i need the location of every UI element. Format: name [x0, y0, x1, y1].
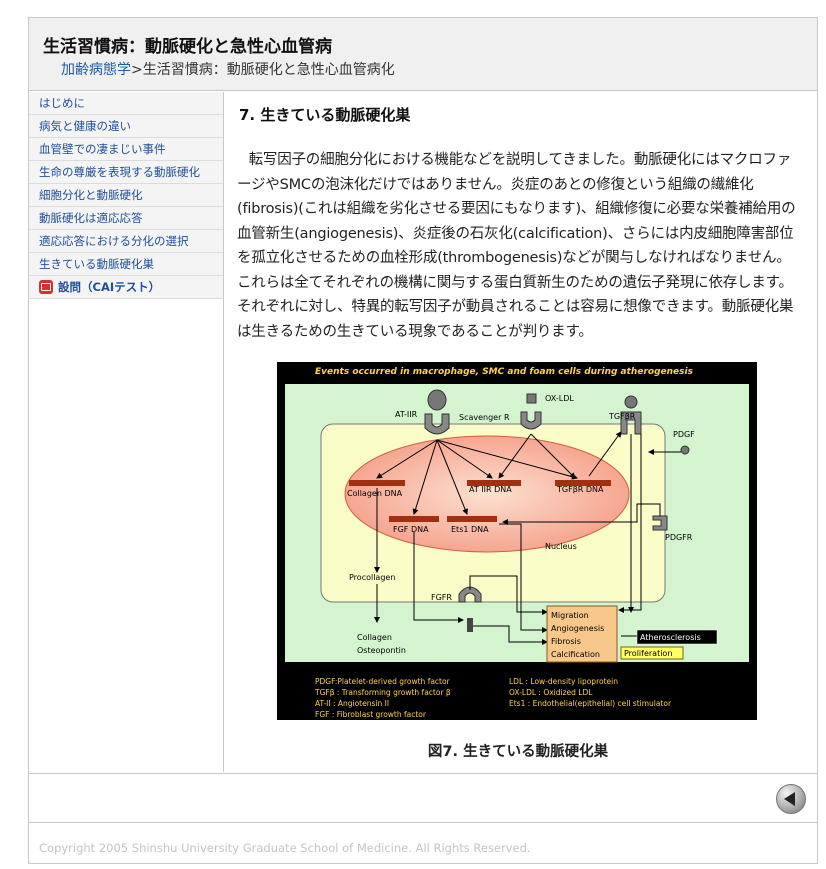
sidebar-item-disease-health[interactable]: 病気と健康の違い: [29, 115, 223, 138]
event-migration: Migration: [551, 611, 589, 620]
event-fibrosis: Fibrosis: [551, 637, 581, 646]
legend-right-0: LDL : Low-density lipoprotein: [509, 677, 618, 686]
osteopontin-label: Osteopontin: [357, 646, 406, 655]
scavenger-receptor-icon: [520, 393, 542, 430]
pdgfr-receptor-icon: [652, 515, 668, 531]
page-frame: 生活習慣病：動脈硬化と急性心血管病 加齢病態学>生活習慣病：動脈硬化と急性心血管…: [28, 17, 818, 864]
section-title: 7. 生きている動脈硬化巣: [239, 106, 411, 124]
sidebar-item-adaptive-response[interactable]: 動脈硬化は適応応答: [29, 207, 223, 230]
legend-left-3: FGF : Fibroblast growth factor: [315, 710, 427, 719]
sidebar-item-differentiation-choice[interactable]: 適応応答における分化の選択: [29, 230, 223, 253]
tgfbr-label: TGFβR: [608, 412, 636, 421]
copyright: Copyright 2005 Shinshu University Gradua…: [39, 841, 531, 855]
figure-caption: 図7. 生きている動脈硬化巣: [427, 744, 609, 760]
figure-diagram: Events occurred in macrophage, SMC and f…: [277, 362, 757, 720]
sidebar-item-quiz[interactable]: 設問（CAIテスト）: [29, 276, 223, 299]
back-button[interactable]: [776, 784, 806, 814]
gene-ets1: Ets1 DNA: [451, 525, 489, 534]
legend-right-1: OX-LDL : Oxidized LDL: [509, 688, 593, 697]
breadcrumb-current: 生活習慣病：動脈硬化と急性心血管病化: [142, 62, 395, 78]
footer-nav: [29, 773, 817, 823]
legend-right-2: Ets1 : Endothelial(epithelial) cell stim…: [509, 699, 672, 708]
sidebar-item-differentiation[interactable]: 細胞分化と動脈硬化: [29, 184, 223, 207]
proliferation-label: Proliferation: [624, 649, 672, 658]
at2r-receptor-icon: [424, 389, 450, 435]
outcome-box: [636, 629, 718, 645]
page-header: 生活習慣病：動脈硬化と急性心血管病 加齢病態学>生活習慣病：動脈硬化と急性心血管…: [29, 18, 817, 91]
gene-tgfbr: TGFβR DNA: [556, 485, 604, 494]
at2r-label: AT-IIR: [395, 410, 418, 419]
sidebar-nav: はじめに 病気と健康の違い 血管壁での凄まじい事件 生命の尊厳を表現する動脈硬化…: [29, 92, 224, 772]
main-content: 7. 生きている動脈硬化巣 転写因子の細胞分化における機能などを説明してきました…: [225, 92, 817, 772]
legend-left-1: TGFβ : Transforming growth factor β: [314, 688, 451, 697]
page-title: 生活習慣病：動脈硬化と急性心血管病: [43, 37, 332, 57]
events-box: [546, 605, 618, 663]
fgfr-label: FGFR: [431, 593, 452, 602]
pdgfr-label: PDGFR: [665, 533, 693, 542]
quiz-icon: [39, 280, 53, 294]
signal-arrows: [374, 431, 692, 645]
tgfbr-receptor-icon: [620, 395, 642, 435]
gene-ets1-bar: [447, 516, 497, 522]
collagen-label: Collagen: [357, 633, 392, 642]
pdgf-label: PDGF: [673, 430, 695, 439]
legend-left-2: AT-II : Angiotensin II: [315, 699, 389, 708]
nucleus: [344, 435, 630, 553]
sidebar-item-quiz-label: 設問（CAIテスト）: [58, 280, 161, 294]
gene-collagen: Collagen DNA: [347, 489, 403, 498]
gene-fgf-bar: [389, 516, 439, 522]
oxldl-label: OX-LDL: [545, 394, 574, 403]
procollagen-label: Procollagen: [349, 573, 395, 582]
gene-tgfbr-bar: [555, 480, 611, 486]
figure-legend: PDGF:Platelet-derived growth factor TGFβ…: [314, 677, 672, 719]
body-paragraph: 転写因子の細胞分化における機能などを説明してきました。動脈硬化にはマクロファージ…: [237, 152, 796, 340]
sidebar-item-vessel-events[interactable]: 血管壁での凄まじい事件: [29, 138, 223, 161]
gene-fgf: FGF DNA: [393, 525, 429, 534]
event-calcification: Calcification: [551, 650, 600, 659]
sidebar-item-living-lesion[interactable]: 生きている動脈硬化巣: [29, 253, 223, 276]
gene-at2r: AT IIR DNA: [469, 485, 512, 494]
nucleus-label: Nucleus: [545, 542, 577, 551]
outcome-label: Atherosclerosis: [640, 633, 701, 642]
sidebar-item-intro[interactable]: はじめに: [29, 92, 223, 115]
gene-at2r-bar: [467, 480, 521, 486]
figure-title: Events occurred in macrophage, SMC and f…: [315, 367, 694, 377]
pdgf-ligand-icon: [680, 445, 690, 455]
fgfr-receptor-icon: [458, 586, 482, 632]
sidebar-item-dignity[interactable]: 生命の尊厳を表現する動脈硬化: [29, 161, 223, 184]
back-arrow-icon: [784, 792, 795, 806]
scavenger-label: Scavenger R: [459, 413, 510, 422]
breadcrumb-link-home[interactable]: 加齢病態学: [61, 62, 131, 78]
legend-left-0: PDGF:Platelet-derived growth factor: [315, 677, 451, 686]
proliferation-box: [620, 646, 684, 660]
figure-svg: Events occurred in macrophage, SMC and f…: [277, 362, 757, 720]
breadcrumb: 加齢病態学>生活習慣病：動脈硬化と急性心血管病化: [61, 59, 395, 79]
gene-collagen-bar: [349, 480, 405, 486]
breadcrumb-separator: >: [131, 62, 143, 78]
event-angiogenesis: Angiogenesis: [551, 624, 604, 633]
